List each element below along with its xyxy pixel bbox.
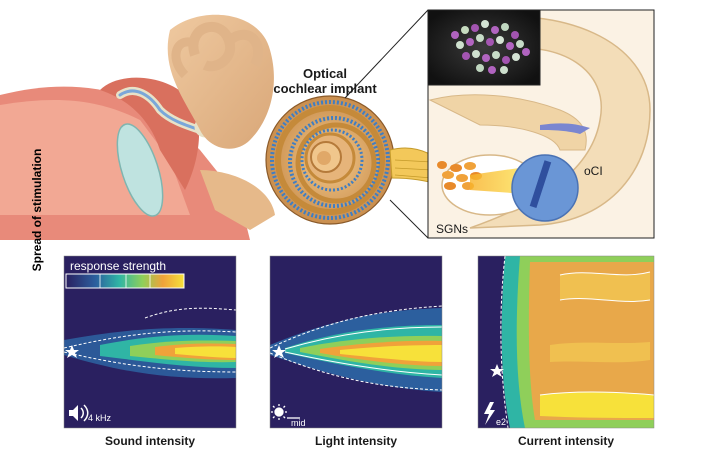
sgn-cells [437, 161, 482, 190]
implant-title: Optical cochlear implant [273, 66, 377, 96]
sun-icon [271, 404, 300, 420]
star-marker-sound [65, 345, 79, 358]
star-marker-light [272, 345, 286, 358]
sound-icon-text: 4 kHz [88, 413, 112, 423]
caption-sound: Sound intensity [105, 434, 195, 448]
y-axis-label: Spread of stimulation [30, 148, 44, 272]
light-icon-text: mid [291, 418, 306, 428]
colorbar-label: response strength [70, 259, 167, 273]
cochlea-detail-inset [427, 9, 655, 239]
heatmap-current [477, 255, 655, 429]
caption-current: Current intensity [517, 434, 614, 448]
heatmap-light [269, 255, 443, 429]
star-marker-current [490, 364, 504, 377]
sgn-label: SGNs [436, 222, 469, 236]
lightning-icon [484, 402, 495, 425]
ear-anatomy [0, 14, 275, 240]
cochlea [265, 95, 441, 225]
caption-light: Light intensity [315, 434, 397, 448]
oci-label: oCI [584, 164, 603, 178]
colorbar [65, 273, 185, 289]
fluorescence-cells [451, 20, 530, 74]
current-icon-text: e2 [496, 417, 507, 427]
speaker-icon [69, 404, 89, 422]
